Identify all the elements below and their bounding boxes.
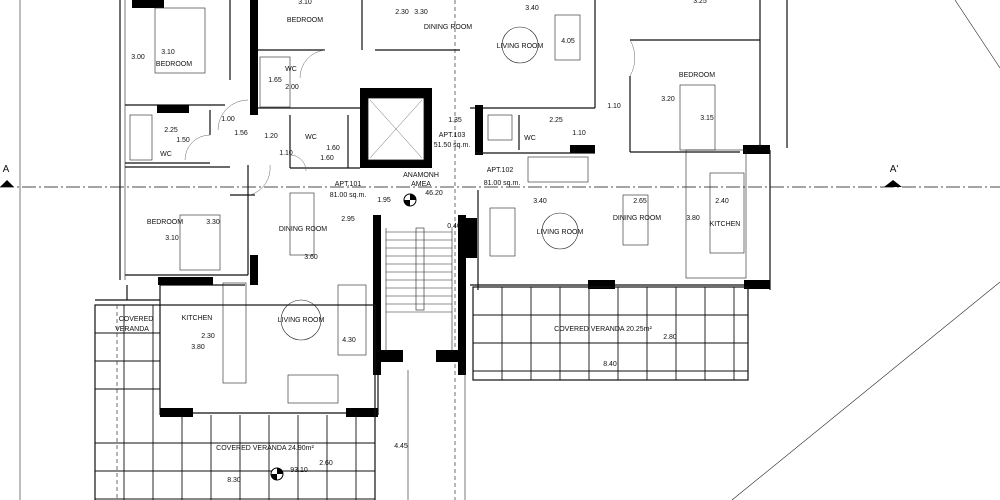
staircase	[373, 215, 466, 375]
dimension-label: 3.10	[165, 235, 179, 242]
apt-103-name: APT.103	[439, 132, 466, 139]
dimension-label: 1.60	[326, 145, 340, 152]
dimension-label: 2.25	[164, 127, 178, 134]
dimension-label: 2.30	[395, 9, 409, 16]
covered-veranda-right	[472, 286, 749, 381]
dimension-labels: 3.10 3.10 3.00 1.652.00 2.30 3.30 3.40 4.05 3.25…	[131, 0, 729, 484]
dimension-label: 8.30	[227, 477, 241, 484]
dimension-label: 1.60	[320, 155, 334, 162]
section-arrow-left-icon	[0, 180, 14, 187]
dimension-label: 3.40	[525, 5, 539, 12]
apt-103-walls	[361, 0, 596, 183]
apt-102-name: APT.102	[487, 167, 514, 174]
elevator-shaft	[360, 88, 432, 168]
apt-103-area: 51.50 sq.m.	[434, 142, 471, 149]
room-label: LIVING ROOM	[537, 229, 584, 236]
dimension-label: 1.10	[607, 103, 621, 110]
room-label: KITCHEN	[710, 221, 741, 228]
dimension-label: 3.30	[414, 9, 428, 16]
room-label: DINING ROOM	[613, 215, 661, 222]
dimension-label: 1.50	[176, 137, 190, 144]
dimension-label: 3.80	[191, 344, 205, 351]
dimension-label: 93.10	[290, 467, 308, 474]
level-marker-icon	[403, 193, 417, 207]
dimension-label: 2.30	[201, 333, 215, 340]
dimension-label: 1.00	[221, 116, 235, 123]
dimension-label: 3.10	[298, 0, 312, 6]
dimension-label: 2.65	[633, 198, 647, 205]
room-label: COVERED VERANDA 24.90m²	[216, 445, 314, 452]
lobby-label: ΑΝΑΜΟΝΗ	[403, 172, 439, 179]
dimension-label: 3.00	[131, 54, 145, 61]
dimension-label: 2.60	[319, 460, 333, 467]
site-boundary	[19, 0, 1000, 500]
room-label: COVERED	[119, 316, 154, 323]
apt-102-walls	[465, 0, 788, 290]
dimension-label: 3.30	[206, 219, 220, 226]
room-labels: BEDROOM BEDROOM WC WC WC DINING ROOM LIV…	[115, 17, 740, 452]
dimension-label: 4.05	[561, 38, 575, 45]
covered-veranda-left	[94, 304, 376, 500]
section-line-a-a: A A'	[0, 164, 1000, 188]
room-label: WC	[305, 134, 317, 141]
dimension-label: 3.10	[161, 49, 175, 56]
dimension-line-4-45	[407, 370, 466, 500]
room-label: KITCHEN	[182, 315, 213, 322]
room-label: LIVING ROOM	[278, 317, 325, 324]
dimension-label: 0.40	[447, 223, 461, 230]
dimension-label: 2.80	[663, 334, 677, 341]
dimension-label: 8.40	[603, 361, 617, 368]
dimension-label: 2.25	[549, 117, 563, 124]
apt-101-furniture	[129, 7, 367, 404]
room-label: BEDROOM	[679, 72, 715, 79]
round-table	[501, 26, 539, 64]
room-label: DINING ROOM	[279, 226, 327, 233]
room-label: BEDROOM	[156, 61, 192, 68]
room-label: BEDROOM	[147, 219, 183, 226]
room-label: WC	[160, 151, 172, 158]
dimension-label: 3.15	[700, 115, 714, 122]
room-label: WC	[285, 66, 297, 73]
dimension-label: 2.40	[715, 198, 729, 205]
room-label: WC	[524, 135, 536, 142]
apt-102-area: 81.00 sq.m.	[484, 180, 521, 187]
apt-101-name: APT.101	[335, 181, 362, 188]
section-arrow-right-icon	[884, 180, 902, 187]
dimension-label: 1.35	[448, 117, 462, 124]
section-label-left: A	[3, 164, 10, 175]
dimension-label: 1.65	[268, 77, 282, 84]
apt-101-area: 81.00 sq.m.	[330, 192, 367, 199]
dimension-label: 1.56	[234, 130, 248, 137]
dimension-label: 1.10	[572, 130, 586, 137]
dimension-label: 46.20	[425, 190, 443, 197]
room-label: BEDROOM	[287, 17, 323, 24]
dimension-label: 3.20	[661, 96, 675, 103]
dimension-label: 3.60	[304, 254, 318, 261]
room-label: VERANDA	[115, 326, 149, 333]
lobby-label: ΑΜΕΑ	[411, 181, 431, 188]
room-label: LIVING ROOM	[497, 43, 544, 50]
dimension-label: 3.40	[533, 198, 547, 205]
dimension-label: 3.80	[686, 215, 700, 222]
room-label: COVERED VERANDA 20.25m²	[554, 326, 652, 333]
dimension-label: 4.45	[394, 443, 408, 450]
dimension-label: 1.10	[279, 150, 293, 157]
room-label: DINING ROOM	[424, 24, 472, 31]
dimension-label: 2.00	[285, 84, 299, 91]
dimension-label: 2.95	[341, 216, 355, 223]
dimension-label: 1.20	[264, 133, 278, 140]
level-marker-icon	[270, 467, 284, 481]
dimension-label: 4.30	[342, 337, 356, 344]
dimension-label: 1.95	[377, 197, 391, 204]
apt-101-walls	[95, 0, 379, 417]
section-label-right: A'	[890, 164, 899, 175]
dimension-label: 3.25	[693, 0, 707, 5]
